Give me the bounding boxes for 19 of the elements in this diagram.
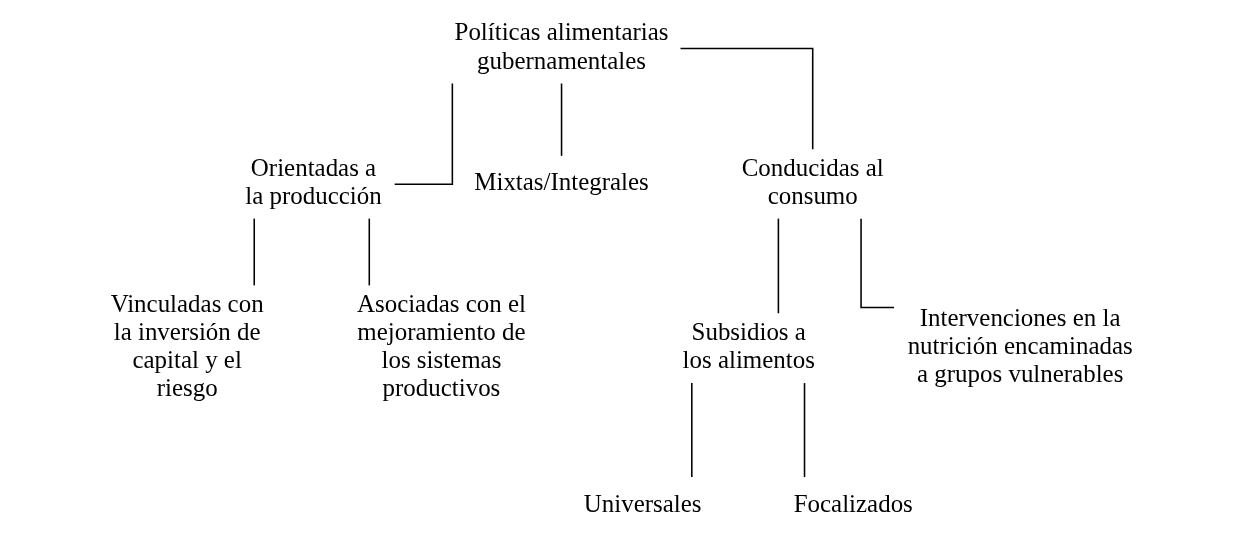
node-text: Políticas alimentarias gubernamentales <box>454 18 669 74</box>
node-text: Subsidios a los alimentos <box>682 317 815 374</box>
node-text: Asociadas con el mejoramiento de los sistemas productivos <box>356 289 526 402</box>
connector <box>393 82 454 186</box>
connector <box>368 217 371 287</box>
node-text: Conducidas al consumo <box>741 154 884 210</box>
node-text: Orientadas a la producción <box>245 154 382 210</box>
connector <box>691 382 693 478</box>
node-text: Universales <box>583 489 702 517</box>
node-text: Focalizados <box>793 489 913 517</box>
connector <box>253 217 255 287</box>
node-text: Intervenciones en la nutrición encaminadas a grupos vulnerables <box>907 303 1133 388</box>
connector <box>860 217 895 309</box>
connector <box>560 82 563 157</box>
node-text: Vinculadas con la inversión de capital y el riesgo <box>110 289 264 402</box>
node-text: Mixtas/Integrales <box>474 168 649 196</box>
connector <box>803 382 806 478</box>
connector <box>777 217 780 315</box>
connector <box>679 47 814 151</box>
